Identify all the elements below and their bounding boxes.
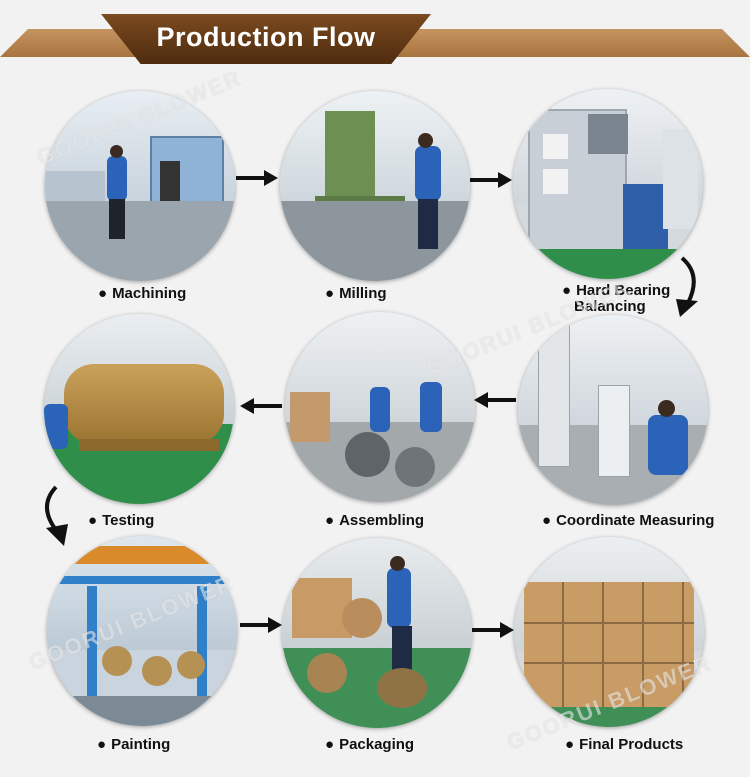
label-hard-bearing-balancing-2: Balancing: [574, 298, 646, 315]
label-packaging: ●Packaging: [325, 736, 415, 753]
photo-testing: [44, 314, 234, 504]
photo-hard-bearing-balancing: [513, 89, 703, 279]
arrow-left-icon: [240, 398, 282, 414]
label-assembling: ●Assembling: [325, 512, 425, 529]
label-painting: ●Painting: [97, 736, 171, 753]
photo-painting: [47, 536, 237, 726]
bullet-icon: ●: [562, 282, 572, 299]
bullet-icon: ●: [97, 736, 107, 753]
arrow-right-icon: [236, 170, 278, 186]
photo-milling: [280, 91, 470, 281]
bullet-icon: ●: [325, 512, 335, 529]
label-testing: ●Testing: [88, 512, 155, 529]
label-final-products: ●Final Products: [565, 736, 684, 753]
photo-assembling: [285, 312, 475, 502]
bullet-icon: ●: [325, 285, 335, 302]
page-title: Production Flow: [156, 21, 376, 52]
header-plaque: Production Flow: [101, 14, 431, 64]
arrow-left-icon: [474, 392, 516, 408]
label-coordinate-measuring: ●Coordinate Measuring: [542, 512, 715, 529]
label-machining: ●Machining: [98, 285, 187, 302]
bullet-icon: ●: [565, 736, 575, 753]
arrow-right-icon: [470, 172, 512, 188]
bullet-icon: ●: [98, 285, 108, 302]
photo-machining: [45, 91, 235, 281]
bullet-icon: ●: [88, 512, 98, 529]
photo-coordinate-measuring: [518, 315, 708, 505]
curved-arrow-down-icon: [45, 485, 68, 546]
curved-arrow-down-icon: [676, 256, 698, 317]
arrow-right-icon: [240, 617, 282, 633]
photo-final-products: [514, 537, 704, 727]
label-milling: ●Milling: [325, 285, 387, 302]
label-hard-bearing-balancing: ●Hard Bearing: [562, 282, 671, 299]
photo-packaging: [282, 538, 472, 728]
bullet-icon: ●: [542, 512, 552, 529]
bullet-icon: ●: [325, 736, 335, 753]
arrow-right-icon: [472, 622, 514, 638]
